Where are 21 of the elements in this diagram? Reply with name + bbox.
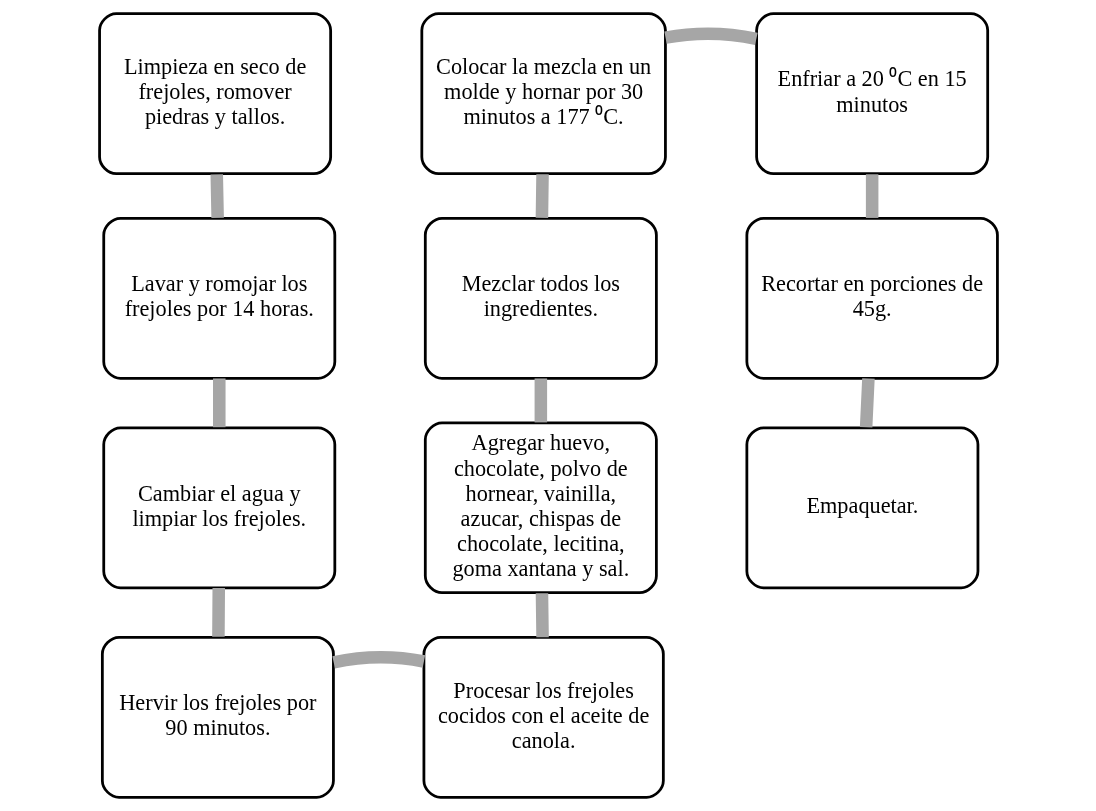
node-box: Agregar huevo, chocolate, polvo de hornear, vainilla, azucar, chispas de chocolate, lecitina, goma xantana y sal. <box>423 421 658 595</box>
connector <box>534 378 547 423</box>
connector <box>535 174 549 219</box>
connector <box>535 593 549 638</box>
connector <box>859 378 875 428</box>
node-box: Recortar en porciones de 45g. <box>745 216 999 380</box>
connector <box>212 378 226 428</box>
connector <box>332 651 425 669</box>
node-box: Limpieza en seco de frejoles, romover piedras y tallos. <box>97 12 332 176</box>
connector <box>211 587 225 637</box>
node-box: Mezclar todos los ingredientes. <box>423 216 658 380</box>
node-box: Empaquetar. <box>745 426 979 590</box>
connector <box>663 27 758 46</box>
node-box: Enfriar a 20 ⁰C en 15 minutos <box>754 12 989 176</box>
node-box: Procesar los frejoles cocidos con el aceite de canola. <box>422 635 665 799</box>
node-box: Lavar y romojar los frejoles por 14 horas. <box>101 216 336 380</box>
node-box: Colocar la mezcla en un molde y hornar por 30 minutos a 177 ⁰C. <box>419 12 667 176</box>
node-box: Hervir los frejoles por 90 minutos. <box>100 635 335 799</box>
node-box: Cambiar el agua y limpiar los frejoles. <box>101 426 336 590</box>
connector <box>210 174 224 219</box>
connector <box>865 174 878 218</box>
